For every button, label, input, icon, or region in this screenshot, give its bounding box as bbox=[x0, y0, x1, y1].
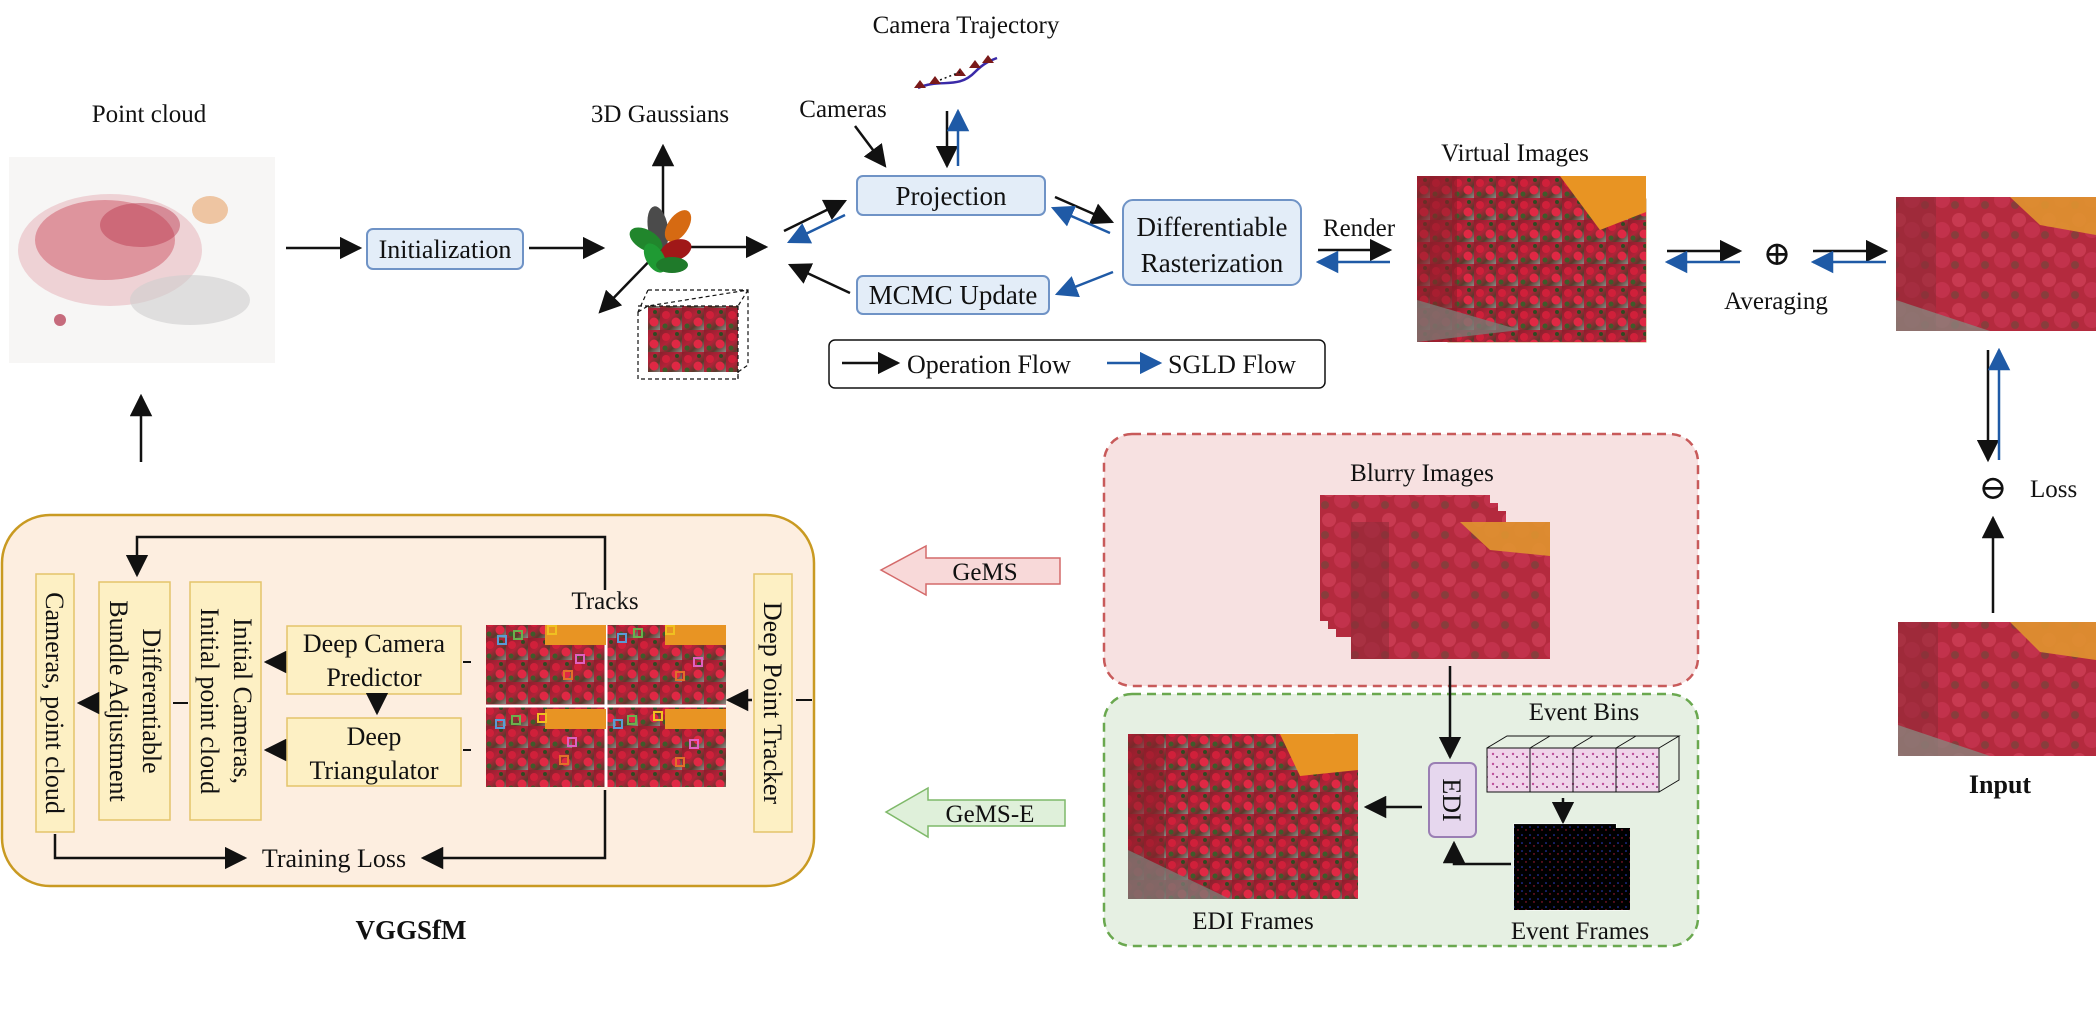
cameras-point-cloud-box bbox=[35, 573, 75, 833]
blurry-images-panel: Blurry Images bbox=[1102, 432, 1700, 688]
oplus-symbol: ⊕ bbox=[1763, 236, 1792, 273]
averaging-label: Averaging bbox=[1724, 288, 1828, 315]
deep-triangulator-box bbox=[286, 717, 462, 787]
rasterization-to-mcmc-sgld-arrow bbox=[1054, 270, 1114, 298]
vggsfm-label: VGGSfM bbox=[356, 915, 467, 945]
mcmc-update-box: MCMC Update bbox=[856, 275, 1050, 315]
event-frames-image bbox=[1514, 828, 1630, 910]
initialization-box: Initialization bbox=[366, 228, 524, 270]
gems-e-arrow: GeMS-E bbox=[884, 786, 1066, 839]
tracks-label: Tracks bbox=[571, 588, 638, 615]
event-frames-label: Event Frames bbox=[1511, 918, 1649, 945]
tracks-to-training-loss-arrow bbox=[420, 790, 607, 870]
mcmc-update-label: MCMC Update bbox=[869, 280, 1038, 310]
mcmc-to-gaussians-arrow bbox=[787, 263, 851, 295]
gaussians-label: 3D Gaussians bbox=[591, 101, 729, 128]
edi-frames-label: EDI Frames bbox=[1192, 908, 1314, 935]
sgld-flow-label: SGLD Flow bbox=[1168, 350, 1296, 379]
cameras-to-projection-arrow bbox=[854, 125, 887, 168]
deep-point-tracker-label: Deep Point Tracker bbox=[758, 602, 787, 805]
bundle-adjustment-box bbox=[98, 581, 171, 821]
edi-frames-stack bbox=[1128, 733, 1358, 899]
blurry-images-label: Blurry Images bbox=[1350, 460, 1494, 487]
gaussians-icon bbox=[598, 143, 769, 314]
diff-rasterization-label-2: Rasterization bbox=[1141, 248, 1284, 278]
cameras-label: Cameras bbox=[799, 96, 886, 123]
event-bins-label: Event Bins bbox=[1529, 699, 1639, 726]
initial-cameras-box bbox=[189, 581, 262, 821]
deep-camera-predictor-label-1: Deep Camera bbox=[303, 629, 446, 658]
point-cloud-image bbox=[9, 157, 275, 363]
operation-flow-label: Operation Flow bbox=[907, 350, 1071, 379]
event-bins-volume bbox=[1486, 735, 1681, 793]
events-to-edi-arrow bbox=[1442, 840, 1511, 866]
gems-arrow: GeMS bbox=[879, 544, 1061, 597]
camera-trajectory-label: Camera Trajectory bbox=[873, 12, 1060, 39]
deep-triangulator-label-1: Deep bbox=[347, 722, 402, 751]
edi-label: EDI bbox=[1437, 778, 1466, 821]
edi-box bbox=[1428, 762, 1477, 838]
tracks-feedback-arrow bbox=[125, 535, 607, 590]
diff-rasterization-box: Differentiable Rasterization bbox=[1122, 199, 1302, 286]
averaged-image bbox=[1896, 197, 2096, 331]
gaussian-thumbnail bbox=[637, 289, 749, 380]
projection-to-rasterization-arrow bbox=[1054, 195, 1115, 225]
loss-label: Loss bbox=[2030, 476, 2077, 503]
output-to-training-loss-arrow bbox=[53, 834, 248, 870]
deep-triangulator-label-2: Triangulator bbox=[309, 756, 438, 785]
cameras-point-cloud-label: Cameras, point cloud bbox=[40, 592, 69, 814]
initialization-label: Initialization bbox=[379, 235, 512, 264]
projection-label: Projection bbox=[896, 181, 1007, 211]
training-loss-label: Training Loss bbox=[262, 844, 406, 873]
gaussians-to-projection-arrow bbox=[783, 199, 848, 233]
point-cloud-label: Point cloud bbox=[92, 101, 207, 128]
flow-legend: Operation Flow SGLD Flow bbox=[828, 339, 1326, 389]
virtual-images-label: Virtual Images bbox=[1441, 140, 1589, 167]
projection-to-gaussians-sgld-arrow bbox=[786, 213, 846, 244]
initial-cameras-label-1: Initial Cameras, bbox=[228, 618, 257, 784]
projection-box: Projection bbox=[856, 175, 1046, 216]
deep-camera-predictor-label-2: Predictor bbox=[326, 663, 422, 692]
deep-point-tracker-box bbox=[753, 573, 793, 833]
camera-trajectory-icon bbox=[914, 55, 998, 90]
virtual-images-stack bbox=[1417, 175, 1648, 344]
bundle-adjustment-label-1: Differentiable bbox=[137, 628, 166, 773]
input-label: Input bbox=[1969, 770, 2031, 799]
event-panel: Event Bins Event Frames EDI bbox=[1102, 666, 1700, 948]
ominus-symbol: ⊖ bbox=[1979, 470, 2008, 507]
rasterization-to-projection-sgld-arrow bbox=[1050, 205, 1111, 235]
diff-rasterization-label-1: Differentiable bbox=[1137, 212, 1288, 242]
initial-cameras-label-2: Initial point cloud bbox=[195, 608, 224, 794]
input-image bbox=[1898, 622, 2096, 756]
gems-label: GeMS bbox=[952, 559, 1017, 586]
render-label: Render bbox=[1323, 215, 1396, 242]
vggsfm-panel: Deep Point Tracker Tracks bbox=[0, 513, 816, 888]
bundle-adjustment-label-2: Bundle Adjustment bbox=[104, 600, 133, 802]
tracks-image-grid bbox=[486, 625, 726, 787]
gems-e-label: GeMS-E bbox=[946, 801, 1035, 828]
